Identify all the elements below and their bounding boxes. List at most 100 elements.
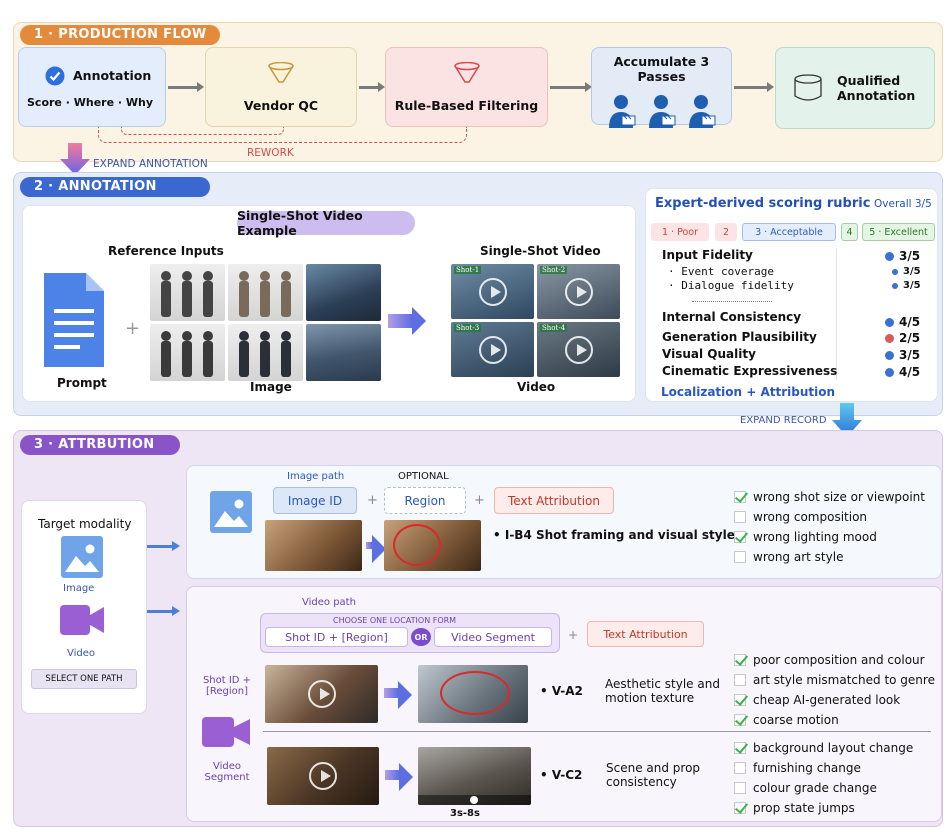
checkbox[interactable] bbox=[734, 551, 746, 563]
checklist-item[interactable]: wrong art style bbox=[734, 550, 843, 564]
row2-source-video[interactable] bbox=[267, 747, 379, 805]
production-flow-tab: 1 · PRODUCTION FLOW bbox=[20, 25, 221, 45]
reviewer-icon bbox=[688, 95, 715, 128]
video-shot[interactable]: Shot-2 bbox=[537, 264, 620, 319]
annotation-box[interactable]: Annotation Score · Where · Why bbox=[18, 47, 166, 127]
attribution-tab: 3 · ATTRBUTION bbox=[20, 435, 180, 455]
video-camera-icon[interactable] bbox=[60, 601, 104, 639]
select-one-path[interactable]: SELECT ONE PATH bbox=[31, 669, 137, 689]
image-label: Image bbox=[250, 380, 292, 394]
row2-segment-video[interactable] bbox=[418, 747, 531, 805]
accumulate-box[interactable]: Accumulate 3 Passes bbox=[591, 47, 732, 128]
annotation-tab: 2 · ANNOTATION bbox=[20, 177, 210, 197]
checklist-item[interactable]: prop state jumps bbox=[734, 801, 855, 815]
qualified-box[interactable]: Qualified Annotation bbox=[775, 47, 935, 129]
dialogue-fidelity-score: 3/5 bbox=[892, 280, 921, 291]
checkbox[interactable] bbox=[734, 654, 746, 666]
play-icon bbox=[564, 277, 593, 306]
checklist-label: wrong composition bbox=[753, 510, 868, 524]
checklist-label: wrong lighting mood bbox=[753, 530, 877, 544]
checklist-item[interactable]: wrong lighting mood bbox=[734, 530, 877, 544]
region-pill[interactable]: Region bbox=[384, 487, 466, 514]
text-attribution-pill[interactable]: Text Attribution bbox=[494, 487, 614, 514]
region-highlight bbox=[440, 671, 510, 715]
to-image-path-arrow bbox=[147, 541, 180, 551]
checklist-item[interactable]: coarse motion bbox=[734, 713, 839, 727]
flow-arrow-1 bbox=[168, 82, 204, 92]
plus-sign: + bbox=[568, 628, 579, 642]
row1-source-video[interactable] bbox=[265, 665, 378, 723]
funnel-icon bbox=[268, 61, 294, 83]
scene-image bbox=[306, 324, 381, 381]
checkbox[interactable] bbox=[734, 782, 746, 794]
checklist-item[interactable]: furnishing change bbox=[734, 761, 861, 775]
dialogue-fidelity-label: · Dialogue fidelity bbox=[668, 279, 794, 292]
checkbox[interactable] bbox=[734, 531, 746, 543]
rubric-scale-chip: 4 bbox=[841, 223, 858, 241]
image-id-pill[interactable]: Image ID bbox=[273, 487, 357, 514]
scrubber-handle[interactable] bbox=[470, 796, 478, 804]
checklist-label: prop state jumps bbox=[753, 801, 855, 815]
visual-quality-score: 3/5 bbox=[885, 348, 920, 362]
rework-loop-inner bbox=[121, 127, 284, 135]
prompt-label: Prompt bbox=[57, 376, 107, 390]
checklist-item[interactable]: wrong shot size or viewpoint bbox=[734, 490, 925, 504]
accumulate-label: Accumulate 3 Passes bbox=[613, 54, 710, 84]
expand-annotation-label: EXPAND ANNOTATION bbox=[93, 158, 208, 170]
source-image bbox=[265, 520, 362, 571]
video-segment-pill[interactable]: Video Segment bbox=[434, 627, 552, 647]
text-attribution-pill[interactable]: Text Attribution bbox=[587, 621, 704, 647]
modality-image-label: Image bbox=[63, 583, 95, 594]
checkbox[interactable] bbox=[734, 802, 746, 814]
video-shot[interactable]: Shot-1 bbox=[451, 264, 534, 319]
image-icon[interactable] bbox=[61, 536, 103, 578]
rubric-footer: Localization + Attribution bbox=[661, 385, 836, 399]
rubric-vertical-divider bbox=[836, 248, 837, 380]
rubric-title: Expert-derived scoring rubric bbox=[655, 196, 871, 211]
plausibility-label: Generation Plausibility bbox=[662, 330, 817, 344]
region-image bbox=[384, 520, 481, 571]
checklist-item[interactable]: wrong composition bbox=[734, 510, 867, 524]
checkbox[interactable] bbox=[734, 491, 746, 503]
checklist-label: colour grade change bbox=[753, 781, 877, 795]
rule-filter-box[interactable]: Rule-Based Filtering bbox=[385, 47, 548, 127]
rework-label: REWORK bbox=[247, 147, 294, 159]
checklist-label: poor composition and colour bbox=[753, 653, 925, 667]
plus-sign: + bbox=[367, 493, 378, 508]
play-icon bbox=[309, 762, 337, 790]
shot-id-region-pill[interactable]: Shot ID + [Region] bbox=[265, 627, 408, 647]
database-icon bbox=[794, 74, 822, 101]
play-icon bbox=[564, 335, 593, 364]
checklist-item[interactable]: art style mismatched to genre bbox=[734, 673, 935, 687]
modality-video-label: Video bbox=[67, 648, 96, 659]
checklist-item[interactable]: background layout change bbox=[734, 741, 913, 755]
checklist-item[interactable]: cheap AI-generated look bbox=[734, 693, 900, 707]
plausibility-score: 2/5 bbox=[885, 331, 920, 345]
rubric-scale-chip: 1 · Poor bbox=[651, 223, 709, 241]
checkbox[interactable] bbox=[734, 694, 746, 706]
checklist-item[interactable]: poor composition and colour bbox=[734, 653, 925, 667]
checkbox[interactable] bbox=[734, 762, 746, 774]
checkbox[interactable] bbox=[734, 511, 746, 523]
target-modality-label: Target modality bbox=[38, 517, 132, 531]
checkbox[interactable] bbox=[734, 674, 746, 686]
image-attribution-code: • I-B4 Shot framing and visual style bbox=[493, 528, 735, 542]
annotation-sub: Score · Where · Why bbox=[27, 95, 154, 109]
visual-quality-label: Visual Quality bbox=[662, 347, 756, 361]
checkbox[interactable] bbox=[734, 742, 746, 754]
play-icon bbox=[478, 277, 507, 306]
checklist-item[interactable]: colour grade change bbox=[734, 781, 877, 795]
vendor-qc-box[interactable]: Vendor QC bbox=[205, 47, 357, 127]
checklist-label: cheap AI-generated look bbox=[753, 693, 901, 707]
video-shot[interactable]: Shot-3 bbox=[451, 322, 534, 377]
checkbox[interactable] bbox=[734, 714, 746, 726]
down-arrow-icon bbox=[60, 143, 90, 175]
rework-loop-outer bbox=[98, 127, 467, 143]
video-label: Video bbox=[517, 380, 556, 394]
plus-sign: + bbox=[125, 318, 141, 339]
row2-label: Video Segment bbox=[204, 761, 250, 783]
cinematic-score: 4/5 bbox=[885, 365, 920, 379]
video-shot[interactable]: Shot-4 bbox=[537, 322, 620, 377]
rubric-scale-chip: 2 bbox=[715, 223, 737, 241]
scene-image bbox=[306, 264, 381, 321]
